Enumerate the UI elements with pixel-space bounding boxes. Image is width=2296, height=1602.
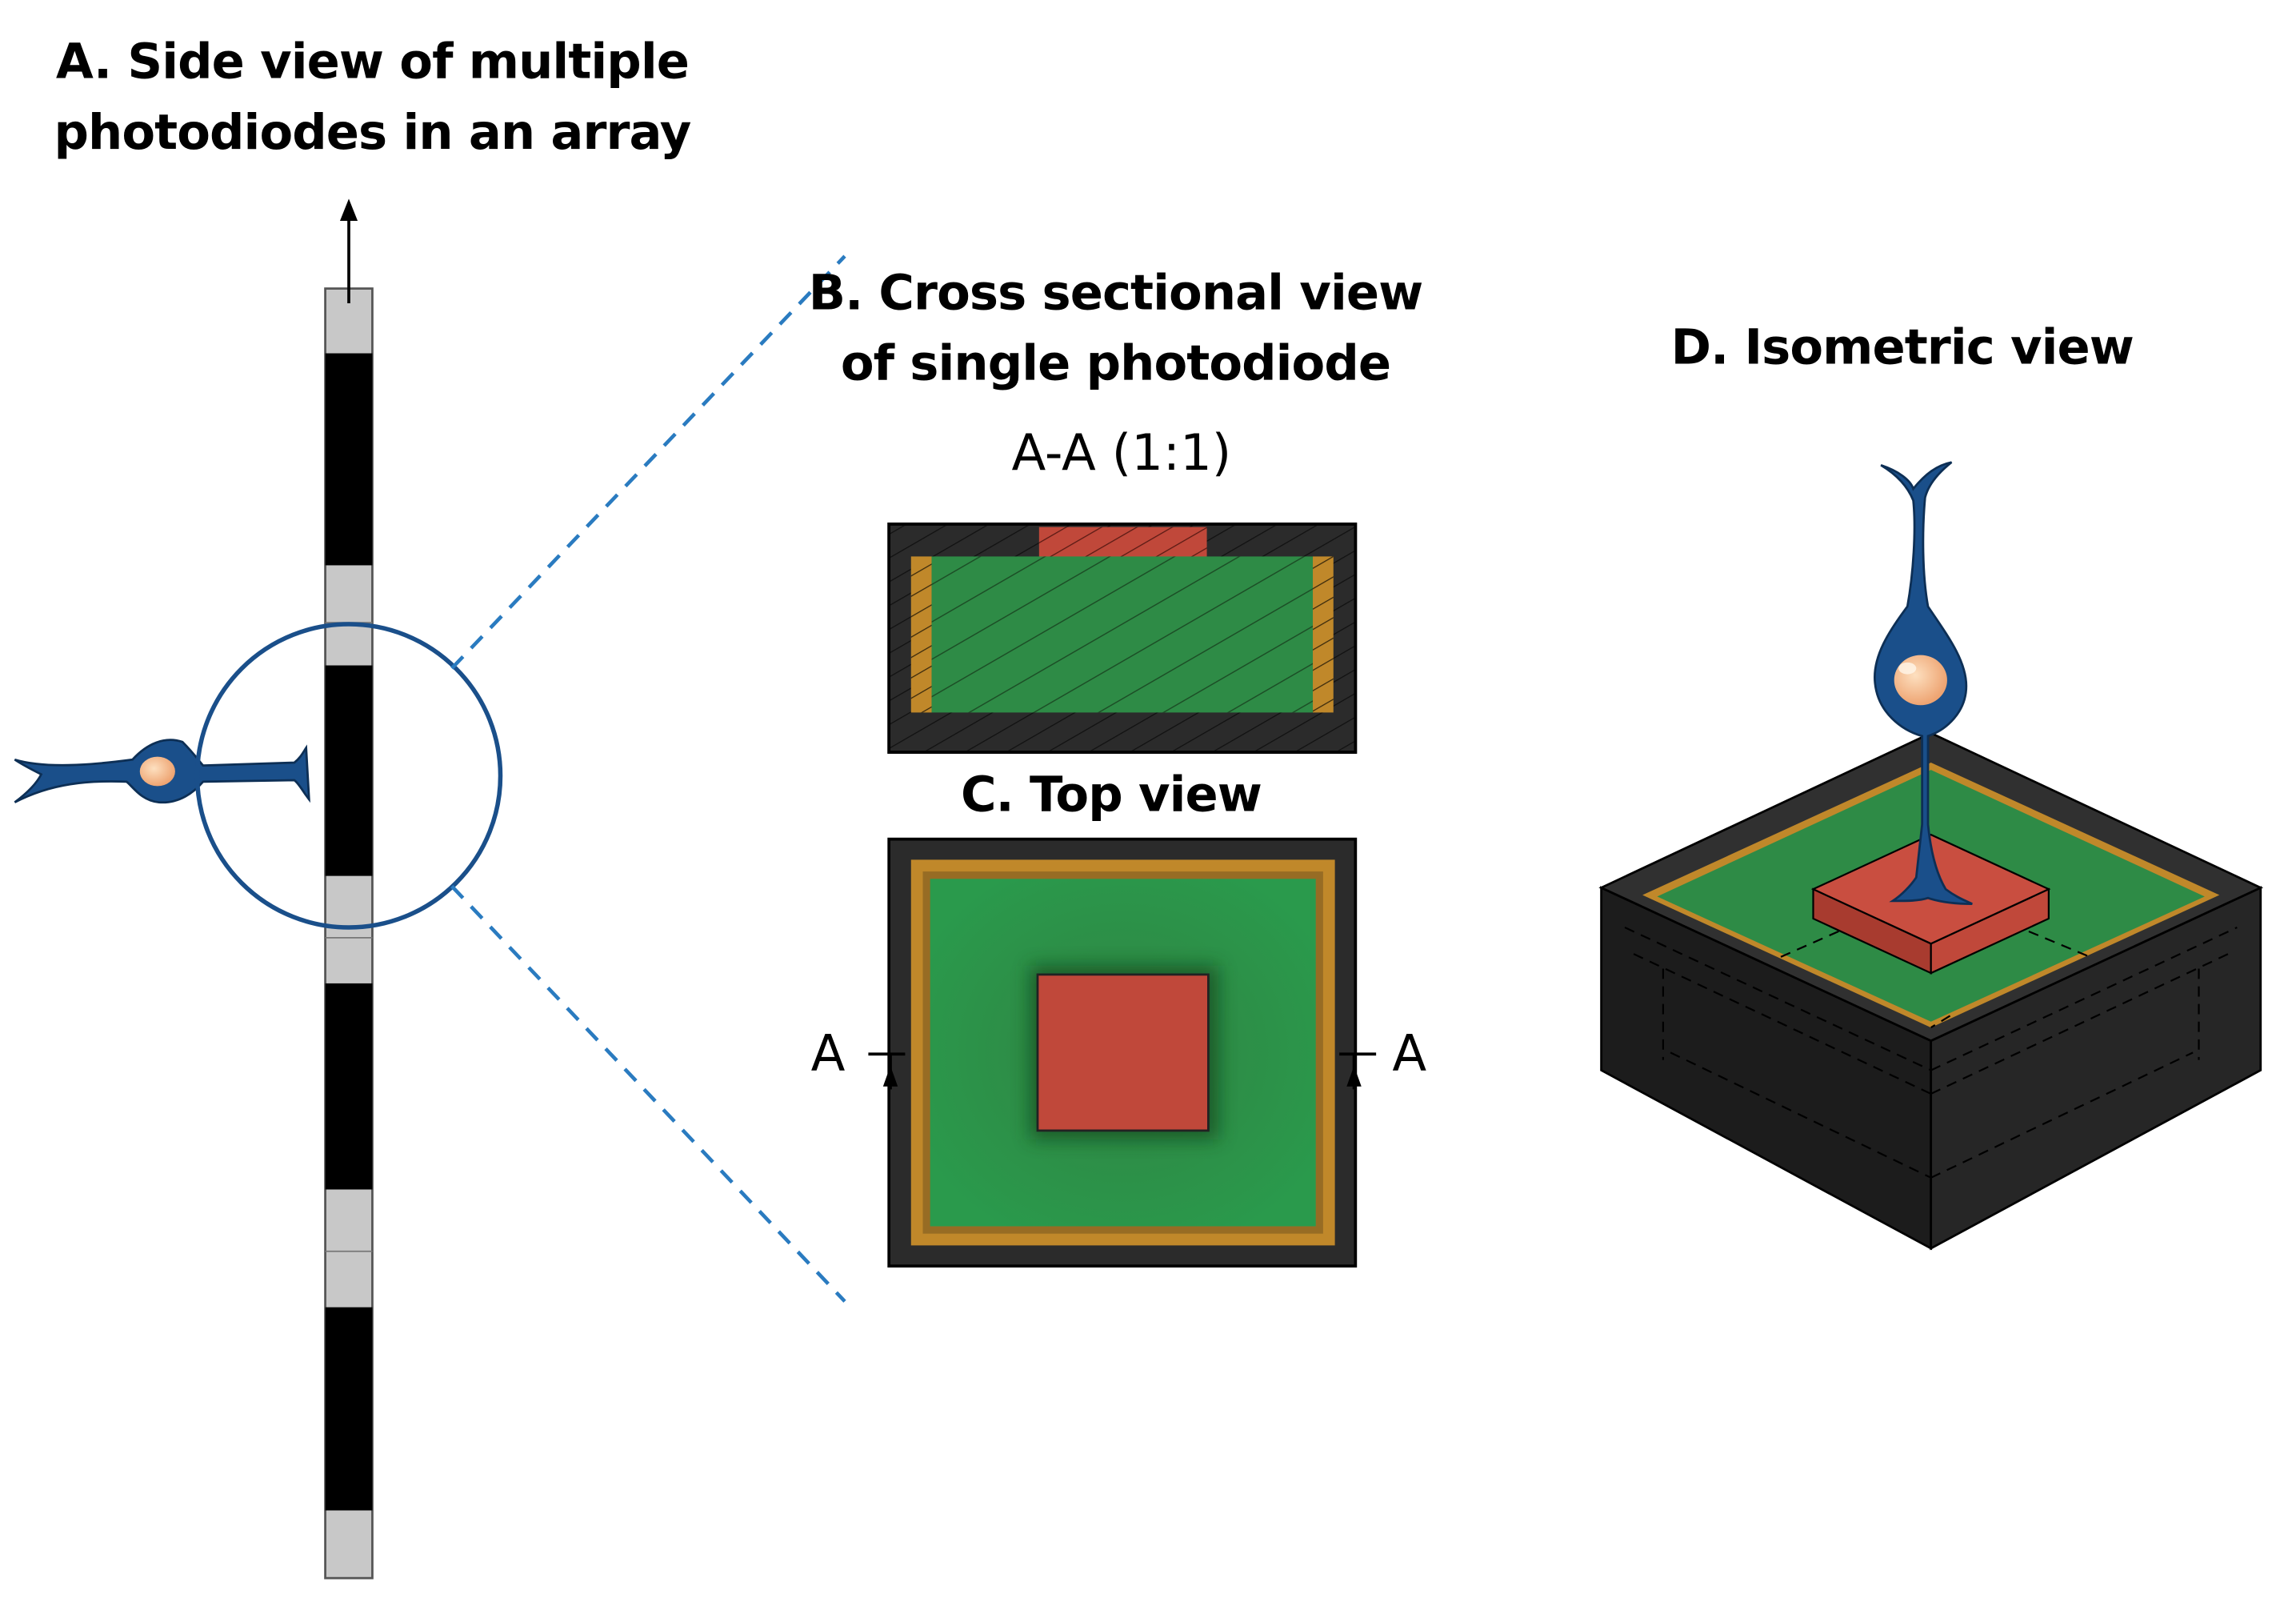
section-marker-left: A (810, 1024, 846, 1084)
up-arrow (339, 198, 358, 303)
panel-c-title: C. Top view (961, 765, 1262, 823)
section-label: A-A (1:1) (1011, 423, 1232, 483)
strip-segment-dark (325, 353, 373, 566)
strip-segment-dark (325, 983, 373, 1190)
electrode-top (1036, 973, 1210, 1132)
cross-section (887, 523, 1358, 754)
panel-b-title-line2: of single photodiode (840, 334, 1391, 392)
callout-line-top (450, 254, 846, 670)
panel-a-title-line1: A. Side view of multiple (55, 32, 690, 90)
panel-b-title-line1: B. Cross sectional view (808, 263, 1423, 322)
isometric-view (1598, 461, 2264, 1251)
strip-segment-dark (325, 1307, 373, 1511)
side-view-strip (324, 287, 374, 1580)
neuron-horizontal (14, 739, 310, 804)
panel-a-title: A. Side view of multiple photodiodes in … (44, 26, 701, 168)
top-view (868, 837, 1377, 1268)
magnifier-circle (194, 622, 503, 930)
panel-a-title-line2: photodiodes in an array (54, 102, 691, 161)
callout-line-bottom (450, 884, 846, 1303)
panel-d-title: D. Isometric view (1670, 318, 2134, 376)
neuron-vertical (1874, 461, 1973, 905)
panel-b-title: B. Cross sectional view of single photod… (806, 258, 1425, 399)
section-marker-right: A (1392, 1024, 1427, 1084)
strip-segment-dark (325, 665, 373, 876)
